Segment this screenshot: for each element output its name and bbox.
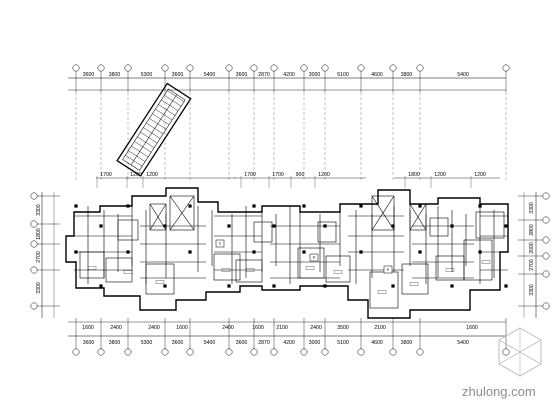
bottom-dimension-labels-row2: 3600 3800 5300 3600 5400 3600 2870 4200 3000 5100… <box>83 340 469 346</box>
dimension-label: 5300 <box>141 72 153 78</box>
structural-columns <box>74 204 508 288</box>
axis-bubble-top <box>502 64 510 72</box>
dimension-label: 1200 <box>130 172 142 178</box>
dimension-label: 3300 <box>529 202 535 214</box>
axis-bubble-top <box>72 64 80 72</box>
dimension-label: 3600 <box>83 72 95 78</box>
interior-walls <box>74 206 508 309</box>
dimension-label: 3000 <box>309 72 321 78</box>
dimension-label: 5100 <box>337 340 349 346</box>
dimension-label: 3800 <box>109 72 121 78</box>
axis-bubble-top <box>416 64 424 72</box>
dimension-label: 1200 <box>434 172 446 178</box>
dimension-label: 1200 <box>146 172 158 178</box>
dimension-label: 5400 <box>457 72 469 78</box>
dimension-label: 3600 <box>172 340 184 346</box>
dimension-label: 1700 <box>244 172 256 178</box>
dimension-label: 2100 <box>374 325 386 331</box>
dimension-label: 3800 <box>401 72 413 78</box>
dimension-label: 3600 <box>236 72 248 78</box>
watermark-text: zhulong.com <box>462 384 536 399</box>
right-dimension-column <box>523 192 537 318</box>
bottom-dimension-rows <box>68 321 506 337</box>
dimension-label: 1600 <box>176 325 188 331</box>
unit-tag-e: E <box>383 265 393 274</box>
axis-bubble-top <box>186 64 194 72</box>
watermark-logo <box>498 327 542 377</box>
svg-text:C: C <box>219 242 222 246</box>
dimension-label: 4600 <box>371 340 383 346</box>
axis-bubble-top <box>389 64 397 72</box>
bottom-dimension-labels-row1: 1600 2400 2400 1600 2400 1600 2100 2400 3500 2100… <box>82 325 478 331</box>
dimension-label: 3500 <box>337 325 349 331</box>
axis-bubble-top <box>161 64 169 72</box>
axis-bubble-top <box>124 64 132 72</box>
left-axis-bubbles <box>30 192 60 310</box>
top-axis-bubbles <box>72 64 510 92</box>
unit-tag-c: C <box>215 239 225 248</box>
axis-bubble-top <box>300 64 308 72</box>
dimension-label: 2800 <box>529 224 535 236</box>
dimension-label: 3800 <box>401 340 413 346</box>
rotated-stair-tower <box>116 82 192 177</box>
dimension-label: 1700 <box>272 172 284 178</box>
dimension-label: 3300 <box>36 282 42 294</box>
axis-bubble-top <box>225 64 233 72</box>
dimension-label: 2700 <box>36 251 42 263</box>
dimension-label: 1600 <box>82 325 94 331</box>
secondary-top-dimension-labels: 1700 1200 1200 1700 1700 900 1200 1800 1200 1200 <box>96 172 486 188</box>
dimension-label: 3600 <box>83 340 95 346</box>
dimension-label: 1800 <box>36 228 42 240</box>
right-axis-bubbles <box>518 192 550 310</box>
right-dimension-labels: 3300 2800 2000 2700 3300 <box>529 202 535 296</box>
dimension-label: 3000 <box>309 340 321 346</box>
dimension-label: 2400 <box>310 325 322 331</box>
dimension-label: 1200 <box>474 172 486 178</box>
dimension-label: 4200 <box>283 72 295 78</box>
dimension-label: 3300 <box>529 284 535 296</box>
unit-tag-d: D <box>309 253 319 262</box>
dimension-label: 4600 <box>371 72 383 78</box>
axis-bubble-top <box>250 64 258 72</box>
dimension-label: 5300 <box>141 340 153 346</box>
dimension-label: 2400 <box>148 325 160 331</box>
svg-text:E: E <box>387 268 390 272</box>
left-dimension-labels: 3300 1800 2700 3300 <box>36 204 42 294</box>
dimension-label: 2400 <box>110 325 122 331</box>
dimension-label: 1800 <box>408 172 420 178</box>
dimension-label: 2700 <box>529 259 535 271</box>
core-right <box>371 195 427 231</box>
dimension-label: 2870 <box>258 72 270 78</box>
dimension-label: 4200 <box>283 340 295 346</box>
axis-bubble-top <box>270 64 278 72</box>
dimension-label: 1200 <box>318 172 330 178</box>
dimension-label: 3600 <box>172 72 184 78</box>
bottom-axis-bubbles <box>72 318 510 356</box>
dimension-label: 3300 <box>36 204 42 216</box>
dimension-label: 2000 <box>529 242 535 254</box>
dimension-label: 900 <box>296 172 305 178</box>
dimension-label: 3800 <box>109 340 121 346</box>
axis-bubble-top <box>321 64 329 72</box>
axis-bubble-top <box>97 64 105 72</box>
dimension-label: 1700 <box>100 172 112 178</box>
axis-bubble-top <box>357 64 365 72</box>
dimension-label: 5400 <box>204 340 216 346</box>
left-dimension-column <box>41 192 55 318</box>
top-dimension-row <box>68 77 506 91</box>
top-dimension-labels: 3600 3800 5300 3600 5400 3600 2870 4200 3000 5100… <box>83 72 469 78</box>
dimension-label: 1600 <box>466 325 478 331</box>
dimension-label: 5400 <box>204 72 216 78</box>
dimension-label: 3600 <box>236 340 248 346</box>
svg-text:D: D <box>313 256 316 260</box>
dimension-label: 5100 <box>337 72 349 78</box>
dimension-label: 5400 <box>457 340 469 346</box>
dimension-label: 1600 <box>252 325 264 331</box>
dimension-label: 2400 <box>222 325 234 331</box>
axis-grid-lines <box>75 92 507 180</box>
core-left <box>149 195 195 231</box>
dimension-label: 2100 <box>276 325 288 331</box>
dimension-label: 2870 <box>258 340 270 346</box>
